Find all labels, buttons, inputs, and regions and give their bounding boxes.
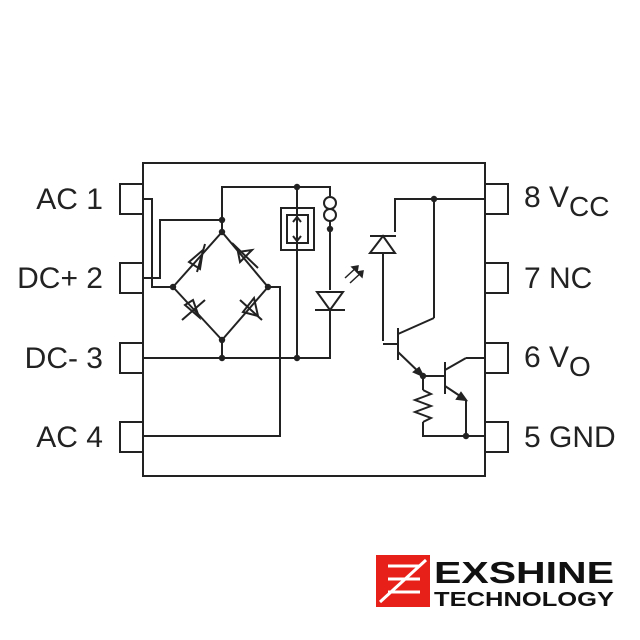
pin-2-stub — [119, 262, 144, 294]
pin-label-dcminus3: DC- 3 — [25, 342, 103, 375]
logo-line2: TECHNOLOGY — [434, 589, 615, 611]
output-stage — [367, 198, 485, 437]
pin-label-vcc8: 8 VCC — [524, 181, 609, 222]
bridge-diodes — [181, 242, 263, 321]
exshine-logo: EXSHINE TECHNOLOGY — [376, 555, 615, 611]
pin-label-gnd5: 5 GND — [524, 421, 616, 454]
pin-8-stub — [484, 183, 509, 215]
pin-1-stub — [119, 183, 144, 215]
pin-7-stub — [484, 262, 509, 294]
pin-5-stub — [484, 421, 509, 453]
pin-label-nc7: 7 NC — [524, 262, 592, 295]
pin-label-vo6: 6 VO — [524, 341, 591, 382]
junction-dots — [169, 183, 334, 362]
input-led — [315, 291, 345, 312]
pin-6-stub — [484, 342, 509, 374]
light-arrows-icon — [344, 265, 364, 284]
pin-label-ac4: AC 4 — [36, 421, 103, 454]
coil-icon — [323, 196, 337, 290]
output-junction-dots — [419, 195, 470, 440]
pin-3-stub — [119, 342, 144, 374]
bridge-rectifier-wiring — [143, 186, 331, 437]
regulator-box — [280, 207, 315, 251]
pin-label-ac1: AC 1 — [36, 183, 103, 216]
logo-line1: EXSHINE — [434, 555, 614, 590]
pin-4-stub — [119, 421, 144, 453]
pin-label-dcplus2: DC+ 2 — [17, 262, 103, 295]
bridge-diamond — [172, 231, 269, 341]
package-body — [142, 162, 486, 477]
